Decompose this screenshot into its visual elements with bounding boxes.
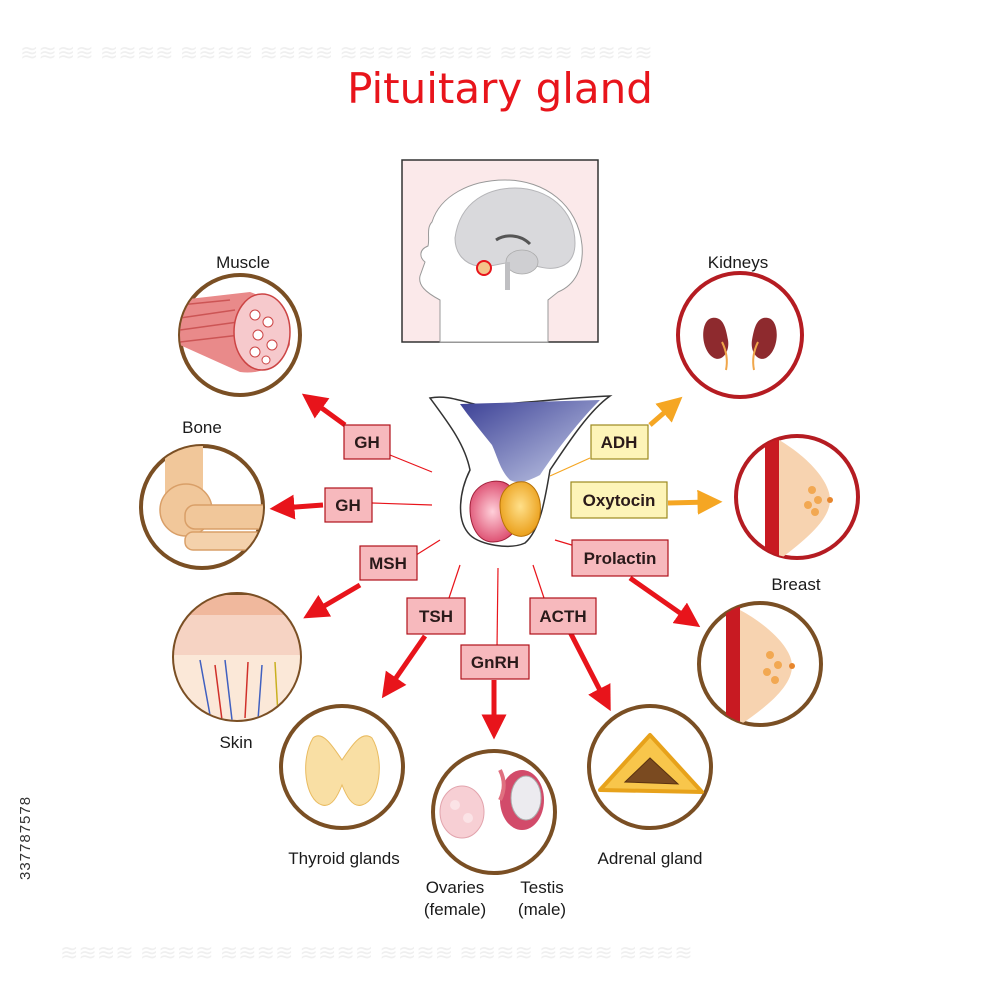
anterior-arrows bbox=[269, 393, 701, 740]
watermark: ≋≋≋≋ ≋≋≋≋ ≋≋≋≋ ≋≋≋≋ ≋≋≋≋ ≋≋≋≋ ≋≋≋≋ ≋≋≋≋ … bbox=[20, 40, 693, 965]
hormone-oxytocin: Oxytocin bbox=[570, 481, 668, 519]
svg-text:≋≋≋≋ ≋≋≋≋ ≋≋≋≋ ≋≋≋≋ ≋≋≋≋ ≋≋≋≋: ≋≋≋≋ ≋≋≋≋ ≋≋≋≋ ≋≋≋≋ ≋≋≋≋ ≋≋≋≋ ≋≋≋≋ ≋≋≋≋ bbox=[60, 940, 693, 965]
adrenal-organ bbox=[587, 704, 713, 830]
label-breast: Breast bbox=[771, 575, 820, 594]
hormone-adh: ADH bbox=[590, 424, 649, 460]
label-skin: Skin bbox=[219, 733, 252, 752]
hormone-label: GH bbox=[354, 433, 380, 452]
breast-organ-posterior bbox=[734, 434, 860, 560]
hormone-gnrh: GnRH bbox=[460, 644, 530, 680]
page-title: Pituitary gland bbox=[347, 64, 653, 113]
label-testis-2: (male) bbox=[518, 900, 566, 919]
hormone-acth: ACTH bbox=[529, 597, 597, 635]
hormone-label: ADH bbox=[601, 433, 638, 452]
hormone-label: GnRH bbox=[471, 653, 519, 672]
label-bone: Bone bbox=[182, 418, 222, 437]
label-ovaries-2: (female) bbox=[424, 900, 486, 919]
breast-organ-anterior bbox=[697, 601, 823, 727]
label-ovaries-1: Ovaries bbox=[426, 878, 485, 897]
posterior-arrows bbox=[648, 396, 723, 515]
label-muscle: Muscle bbox=[216, 253, 270, 272]
label-adrenal: Adrenal gland bbox=[598, 849, 703, 868]
pituitary-gland-drawing bbox=[428, 395, 613, 547]
label-testis-1: Testis bbox=[520, 878, 563, 897]
hormone-gh-bone: GH bbox=[324, 487, 373, 523]
skin-organ bbox=[172, 592, 302, 722]
hormone-tsh: TSH bbox=[406, 597, 466, 635]
hormone-label: ACTH bbox=[539, 607, 586, 626]
head-inset bbox=[401, 159, 599, 343]
ovary-testis-organ bbox=[431, 749, 557, 875]
adh-line bbox=[549, 457, 591, 477]
bone-organ bbox=[139, 444, 265, 570]
hormone-label: TSH bbox=[419, 607, 453, 626]
hormone-label: MSH bbox=[369, 554, 407, 573]
muscle-organ bbox=[178, 273, 302, 397]
hormone-label: Oxytocin bbox=[583, 491, 656, 510]
hormone-prolactin: Prolactin bbox=[571, 539, 669, 577]
svg-text:≋≋≋≋ ≋≋≋≋ ≋≋≋≋ ≋≋≋≋ ≋≋≋≋ ≋≋≋≋: ≋≋≋≋ ≋≋≋≋ ≋≋≋≋ ≋≋≋≋ ≋≋≋≋ ≋≋≋≋ ≋≋≋≋ ≋≋≋≋ bbox=[20, 40, 653, 65]
hormone-msh: MSH bbox=[359, 545, 418, 581]
stock-id: 337787578 bbox=[17, 796, 34, 880]
hormone-gh-muscle: GH bbox=[343, 424, 391, 460]
thyroid-organ bbox=[279, 704, 405, 830]
hormone-label: Prolactin bbox=[584, 549, 657, 568]
hormone-label: GH bbox=[335, 496, 361, 515]
label-kidneys: Kidneys bbox=[708, 253, 768, 272]
label-thyroid: Thyroid glands bbox=[288, 849, 400, 868]
kidneys-organ bbox=[676, 271, 804, 399]
